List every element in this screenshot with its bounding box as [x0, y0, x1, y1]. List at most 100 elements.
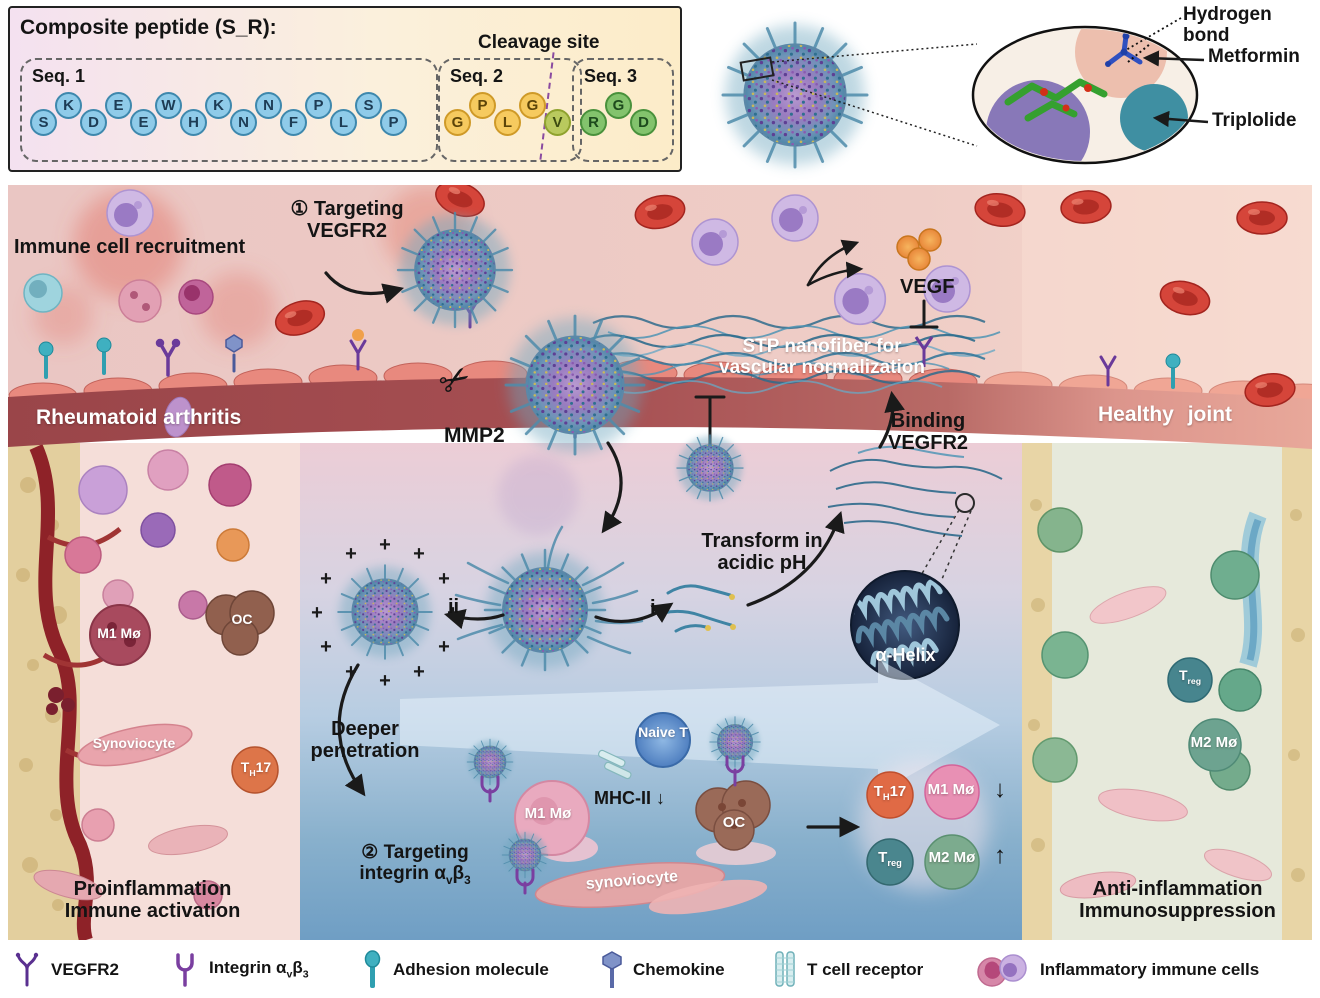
- legend-vegfr2-label: VEGFR2: [51, 959, 120, 979]
- integrin-icon: [176, 952, 194, 987]
- immune-recruitment-label: Immune cell recruitment: [14, 236, 246, 258]
- seq2-box: Seq. 2 G P L G V: [438, 58, 582, 162]
- m1-left-label: M1 Mø: [97, 625, 141, 641]
- residue: V: [544, 109, 571, 136]
- mhc-label: MHC-II ↓: [594, 788, 665, 808]
- nanoparticle-shedding: [485, 550, 605, 670]
- step-i-label: i: [650, 597, 656, 619]
- residue: S: [355, 92, 382, 119]
- nanoparticle-cationic: [338, 565, 432, 659]
- seq3-residues: R G D: [580, 92, 657, 136]
- residue: K: [55, 92, 82, 119]
- vegfr2-icon: [15, 952, 39, 986]
- residue: P: [469, 92, 496, 119]
- vegfr2-icon: [155, 338, 181, 377]
- alpha-helix-label: α-Helix: [875, 645, 936, 665]
- legend-inflammatory: Inflammatory immune cells: [975, 941, 1259, 998]
- adhesion-molecule-icon: [364, 949, 381, 988]
- right-panel-cells: [1032, 507, 1272, 899]
- m1-cell: [924, 764, 980, 820]
- seq1-box: Seq. 1 S K D E E W H K N N F P L S P: [20, 58, 438, 162]
- svg-text:+: +: [320, 636, 332, 658]
- svg-text:+: +: [345, 543, 357, 565]
- svg-text:+: +: [438, 568, 450, 590]
- legend-adhesion: Adhesion molecule: [360, 941, 549, 998]
- m2-right-label: M2 Mø: [1190, 734, 1238, 751]
- svg-text:+: +: [413, 661, 425, 683]
- endothelium: [8, 359, 1312, 449]
- legend-bar: VEGFR2 Integrin αvβ3 Adhesion molecule C…: [0, 941, 1320, 998]
- svg-text:+: +: [320, 568, 332, 590]
- residue: G: [444, 109, 471, 136]
- residue: E: [130, 109, 157, 136]
- healthy-joint-label: Healthy joint: [1098, 403, 1233, 426]
- treg-right-cell: [1167, 657, 1213, 703]
- metformin-label: Metformin: [1208, 46, 1300, 67]
- nanoparticle-small: [677, 435, 743, 501]
- residue: P: [380, 109, 407, 136]
- legend-tcr: T cell receptor: [772, 941, 923, 998]
- th17-cell: [866, 771, 914, 819]
- cleavage-site-label: Cleavage site: [478, 32, 600, 53]
- th17-left-label: TH17: [240, 759, 272, 778]
- nanoparticle-at-wall: [506, 316, 644, 454]
- inflammation-glow: [33, 185, 473, 348]
- progression-arrow: [400, 659, 1000, 793]
- seq2-label: Seq. 2: [450, 66, 504, 86]
- legend-adhesion-label: Adhesion molecule: [393, 959, 549, 979]
- metformin-molecule: [1105, 32, 1143, 67]
- mmp2-label: MMP2: [444, 424, 505, 447]
- nanoparticles: ++ ++ ++ ++ ++ ++: [311, 213, 743, 692]
- residue: G: [519, 92, 546, 119]
- residue: K: [205, 92, 232, 119]
- legend-tcr-label: T cell receptor: [807, 959, 924, 979]
- residue: E: [105, 92, 132, 119]
- loose-peptide-fibers: [661, 584, 736, 633]
- residue: F: [280, 109, 307, 136]
- svg-text:+: +: [379, 534, 391, 556]
- synoviocyte-left-label: Synoviocyte: [92, 735, 176, 751]
- seq2-residues: G P L G V: [444, 92, 571, 136]
- left-panel-cells: [33, 449, 279, 910]
- alpha-helix-inset: [848, 493, 975, 680]
- t-cell-receptor-icon: [775, 950, 795, 987]
- residue: W: [155, 92, 182, 119]
- residue: R: [580, 109, 607, 136]
- seq1-label: Seq. 1: [32, 66, 86, 86]
- chemokine-icon: [225, 334, 243, 373]
- vessel-wall: [8, 377, 1312, 449]
- main-illustration: ++ ++ ++ ++ ++ ++: [8, 185, 1312, 940]
- legend-integrin: Integrin αvβ3: [170, 941, 309, 998]
- svg-text:+: +: [413, 543, 425, 565]
- legend-integrin-label: Integrin αvβ3: [209, 958, 309, 981]
- hydrogen-bond-label: Hydrogen bond: [1183, 4, 1272, 47]
- outcome-cells: [858, 760, 988, 890]
- m1-macrophage-left: [89, 604, 151, 666]
- binding-fiber-cluster: [827, 445, 1003, 537]
- center-cells: [467, 712, 776, 915]
- residue: G: [605, 92, 632, 119]
- adhesion-molecule-icon: [38, 341, 54, 379]
- zoom-region-box: [739, 56, 775, 82]
- positive-charges: ++ ++ ++ ++ ++ ++: [311, 534, 459, 692]
- osteoclast-left: [205, 590, 275, 656]
- shedding-fibers: [454, 525, 644, 655]
- legend-inflammatory-label: Inflammatory immune cells: [1040, 959, 1260, 979]
- legend-vegfr2: VEGFR2: [12, 941, 119, 998]
- m2-cell: [924, 834, 980, 890]
- inflammatory-cells-icon: [977, 953, 1027, 987]
- m2-right-cell: [1188, 718, 1242, 772]
- m1-outcome-label: M1 Mø: [927, 781, 975, 798]
- treg-cell: [866, 838, 914, 886]
- targeting-integrin-label: ② Targeting integrin αvβ3: [359, 842, 471, 888]
- svg-text:+: +: [438, 636, 450, 658]
- header-illustration: [676, 17, 1209, 185]
- m2-outcome-label: M2 Mø: [928, 849, 976, 866]
- svg-text:+: +: [345, 661, 357, 683]
- m1-center-label: M1 Mø: [524, 805, 572, 822]
